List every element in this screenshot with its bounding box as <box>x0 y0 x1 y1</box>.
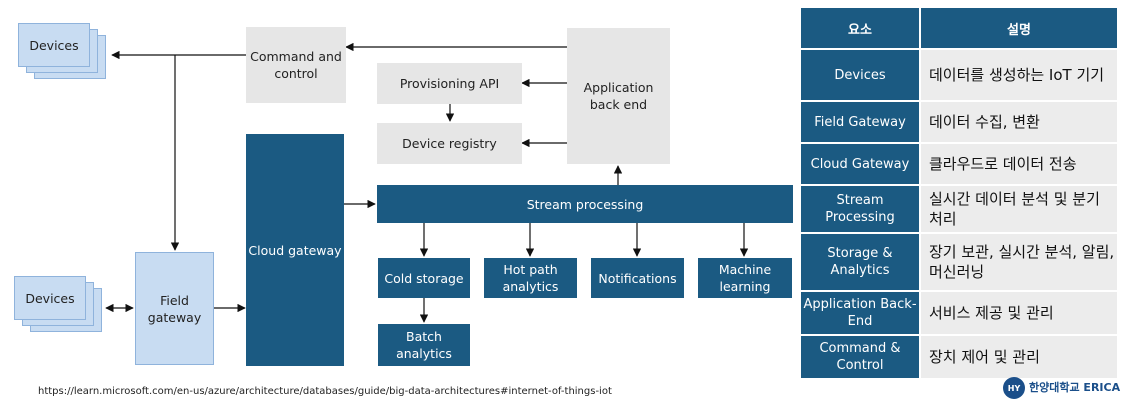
table-row: Application Back-End 서비스 제공 및 관리 <box>799 290 1119 336</box>
devices-bottom-node: Devices <box>14 276 86 320</box>
device-registry-label: Device registry <box>402 136 497 151</box>
source-url: https://learn.microsoft.com/en-us/azure/… <box>38 386 612 397</box>
command-control-label: Command and control <box>250 49 342 81</box>
device-registry-node: Device registry <box>377 123 522 164</box>
table-row: Cloud Gateway 클라우드로 데이터 전송 <box>799 142 1119 186</box>
table-row: Devices 데이터를 생성하는 IoT 기기 <box>799 48 1119 102</box>
table-cell-key: Stream Processing <box>799 184 921 234</box>
university-logo: HY 한양대학교 ERICA <box>1003 377 1120 399</box>
table-cell-value: 데이터 수집, 변환 <box>919 100 1119 144</box>
university-name: 한양대학교 ERICA <box>1029 381 1121 394</box>
university-emblem-icon: HY <box>1003 377 1025 399</box>
table-cell-key: Devices <box>799 48 921 102</box>
devices-top-label: Devices <box>29 37 79 53</box>
notifications-node: Notifications <box>591 258 684 298</box>
table-cell-key: Application Back-End <box>799 290 921 336</box>
hot-path-label: Hot path analytics <box>502 262 559 294</box>
table-cell-value: 서비스 제공 및 관리 <box>919 290 1119 336</box>
table-header-description: 설명 <box>919 6 1119 50</box>
table-cell-key: Command & Control <box>799 334 921 380</box>
hot-path-node: Hot path analytics <box>484 258 577 298</box>
diagram-connectors <box>105 42 749 323</box>
table-header-element: 요소 <box>799 6 921 50</box>
app-backend-node: Application back end <box>567 28 670 164</box>
table-row: Stream Processing 실시간 데이터 분석 및 분기 처리 <box>799 184 1119 234</box>
table-cell-value: 장치 제어 및 관리 <box>919 334 1119 380</box>
stream-processing-node: Stream processing <box>377 185 793 223</box>
batch-analytics-label: Batch analytics <box>396 329 452 361</box>
command-control-node: Command and control <box>246 27 346 103</box>
table-cell-value: 클라우드로 데이터 전송 <box>919 142 1119 186</box>
cold-storage-label: Cold storage <box>384 270 464 286</box>
app-backend-label: Application back end <box>583 80 654 112</box>
provisioning-api-label: Provisioning API <box>399 76 500 91</box>
cold-storage-node: Cold storage <box>378 258 470 298</box>
cloud-gateway-node: Cloud gateway <box>246 134 344 366</box>
machine-learning-node: Machine learning <box>698 258 792 298</box>
component-table: 요소 설명 Devices 데이터를 생성하는 IoT 기기 Field Gat… <box>799 6 1119 380</box>
table-cell-key: Field Gateway <box>799 100 921 144</box>
stream-processing-label: Stream processing <box>526 196 644 212</box>
devices-bottom-label: Devices <box>25 290 75 306</box>
devices-top-node: Devices <box>18 23 90 67</box>
cloud-gateway-label: Cloud gateway <box>248 242 342 258</box>
table-cell-value: 장기 보관, 실시간 분석, 알림, 머신러닝 <box>919 232 1119 292</box>
table-cell-key: Cloud Gateway <box>799 142 921 186</box>
table-row: Field Gateway 데이터 수집, 변환 <box>799 100 1119 144</box>
table-cell-value: 데이터를 생성하는 IoT 기기 <box>919 48 1119 102</box>
table-row: Command & Control 장치 제어 및 관리 <box>799 334 1119 380</box>
table-cell-value: 실시간 데이터 분석 및 분기 처리 <box>919 184 1119 234</box>
batch-analytics-node: Batch analytics <box>378 324 470 366</box>
provisioning-api-node: Provisioning API <box>377 63 522 104</box>
table-header-row: 요소 설명 <box>799 6 1119 50</box>
field-gateway-label: Field gateway <box>147 292 202 325</box>
machine-learning-label: Machine learning <box>718 262 772 294</box>
table-cell-key: Storage & Analytics <box>799 232 921 292</box>
field-gateway-node: Field gateway <box>135 252 214 365</box>
notifications-label: Notifications <box>598 270 677 286</box>
table-row: Storage & Analytics 장기 보관, 실시간 분석, 알림, 머… <box>799 232 1119 292</box>
